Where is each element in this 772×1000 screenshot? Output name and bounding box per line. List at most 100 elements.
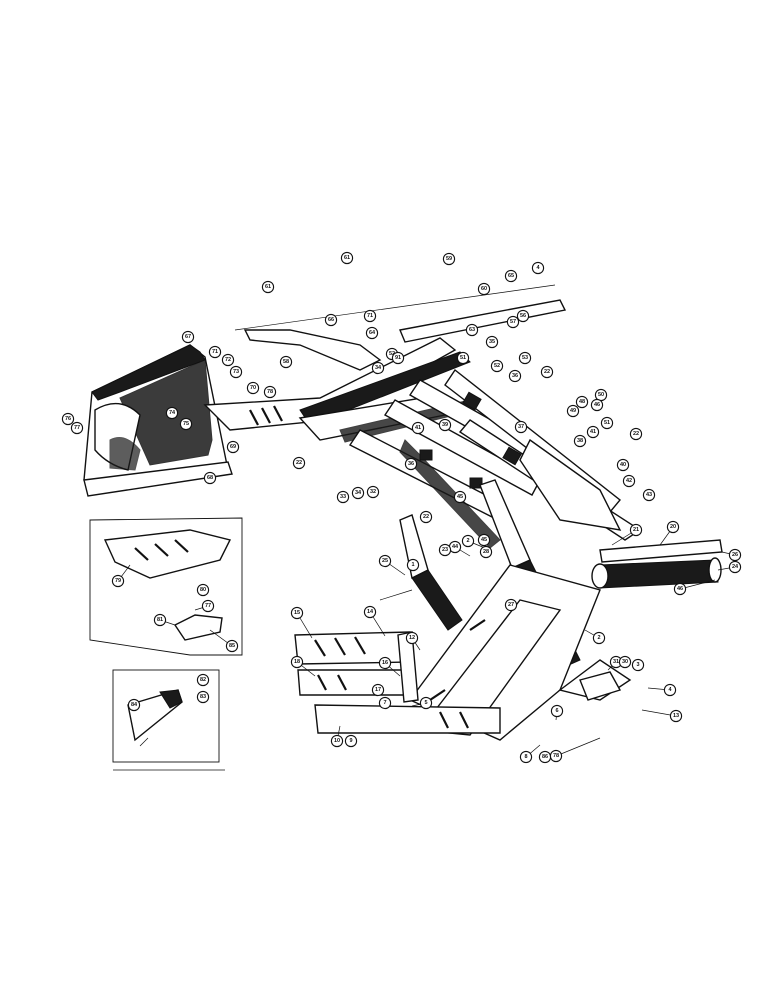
- part-callout-label: 79: [115, 578, 121, 584]
- part-callout: 20: [666, 520, 680, 534]
- part-callout-label: 85: [229, 643, 235, 649]
- part-callout: 30: [618, 655, 632, 669]
- part-callout: 28: [479, 545, 493, 559]
- part-callout-label: 30: [622, 659, 628, 665]
- part-callout: 77: [201, 599, 215, 613]
- loader-arms: [203, 337, 642, 549]
- part-callout: 3: [631, 658, 645, 672]
- part-callout-label: 91: [395, 355, 401, 361]
- part-callout: 14: [363, 605, 377, 619]
- part-callout: 70: [246, 381, 260, 395]
- part-callout: 22: [419, 510, 433, 524]
- part-callout: 2: [592, 631, 606, 645]
- part-callout-label: 73: [233, 369, 239, 375]
- part-callout-circle: [330, 734, 344, 748]
- part-callout-circle: [203, 471, 217, 485]
- part-callout-circle: [404, 457, 418, 471]
- part-callout-circle: [419, 696, 433, 710]
- bucket: [83, 344, 233, 497]
- part-callout-circle: [263, 385, 277, 399]
- part-callout-label: 78: [553, 753, 559, 759]
- part-callout-label: 86: [542, 754, 548, 760]
- part-callout: 53: [518, 351, 532, 365]
- part-callout-label: 44: [452, 544, 459, 550]
- part-callout-label: 22: [423, 514, 429, 520]
- part-callout-circle: [411, 421, 425, 435]
- part-callout-circle: [290, 606, 304, 620]
- part-callout-label: 50: [598, 392, 604, 398]
- part-callout-circle: [586, 425, 600, 439]
- part-callout: 34: [351, 486, 365, 500]
- part-callout-label: 26: [732, 552, 738, 558]
- part-callout: 17: [371, 683, 385, 697]
- part-callout-label: 51: [604, 420, 610, 426]
- part-callout-label: 71: [367, 313, 373, 319]
- part-callout-circle: [566, 404, 580, 418]
- part-callout: 1: [406, 558, 420, 572]
- part-callout: 66: [324, 313, 338, 327]
- part-callout-label: 45: [481, 537, 487, 543]
- part-callout-circle: [666, 520, 680, 534]
- part-callout-circle: [365, 326, 379, 340]
- part-callout: 41: [411, 421, 425, 435]
- part-callout-circle: [438, 418, 452, 432]
- part-callout-circle: [618, 655, 632, 669]
- part-callout-label: 61: [265, 284, 271, 290]
- part-callout-label: 82: [200, 677, 206, 683]
- part-callout-circle: [728, 560, 742, 574]
- part-callout-circle: [442, 252, 456, 266]
- part-callout-circle: [506, 315, 520, 329]
- part-callout-circle: [344, 734, 358, 748]
- part-callout: 76: [61, 412, 75, 426]
- part-callout: 13: [669, 709, 683, 723]
- part-callout: 18: [290, 655, 304, 669]
- part-callout-circle: [629, 427, 643, 441]
- part-callout-label: 8: [524, 754, 527, 760]
- part-callout: 22: [292, 456, 306, 470]
- part-callout: 38: [573, 434, 587, 448]
- part-callout-circle: [290, 655, 304, 669]
- part-callout-label: 33: [340, 494, 346, 500]
- part-callout-circle: [477, 282, 491, 296]
- part-callout-circle: [371, 683, 385, 697]
- part-callout-label: 7: [383, 700, 386, 706]
- part-callout-circle: [461, 534, 475, 548]
- part-callout-label: 22: [296, 460, 302, 466]
- part-callout-circle: [378, 696, 392, 710]
- part-callout: 67: [181, 330, 195, 344]
- part-callout: 51: [456, 351, 470, 365]
- part-callout: 33: [336, 490, 350, 504]
- part-callout: 26: [728, 548, 742, 562]
- part-callout-circle: [456, 351, 470, 365]
- part-callout-label: 15: [294, 610, 300, 616]
- part-callout-label: 75: [183, 421, 189, 427]
- part-callout-circle: [378, 554, 392, 568]
- part-callout-label: 60: [481, 286, 487, 292]
- part-callout-label: 3: [636, 662, 639, 668]
- part-callout-circle: [642, 488, 656, 502]
- part-callout-label: 4: [668, 687, 672, 693]
- part-callout-circle: [504, 269, 518, 283]
- part-callout-label: 22: [544, 369, 550, 375]
- part-callout-circle: [196, 690, 210, 704]
- part-callout: 49: [566, 404, 580, 418]
- part-callout-label: 53: [522, 355, 528, 361]
- part-callout-circle: [504, 598, 518, 612]
- part-callout-label: 41: [415, 425, 421, 431]
- part-callout-label: 81: [157, 617, 163, 623]
- part-callout: 65: [504, 269, 518, 283]
- part-callout-circle: [279, 355, 293, 369]
- part-callout-circle: [519, 750, 533, 764]
- part-callout-label: 69: [230, 444, 236, 450]
- part-callout: 27: [504, 598, 518, 612]
- part-callout-circle: [181, 330, 195, 344]
- part-callout: 84: [127, 698, 141, 712]
- part-callout: 57: [506, 315, 520, 329]
- leader-line: [555, 737, 601, 757]
- part-callout-circle: [261, 280, 275, 294]
- part-callout-circle: [631, 658, 645, 672]
- part-callout-label: 58: [283, 359, 289, 365]
- part-callout-label: 20: [670, 524, 676, 530]
- part-callout-circle: [61, 412, 75, 426]
- part-callout-label: 64: [369, 330, 376, 336]
